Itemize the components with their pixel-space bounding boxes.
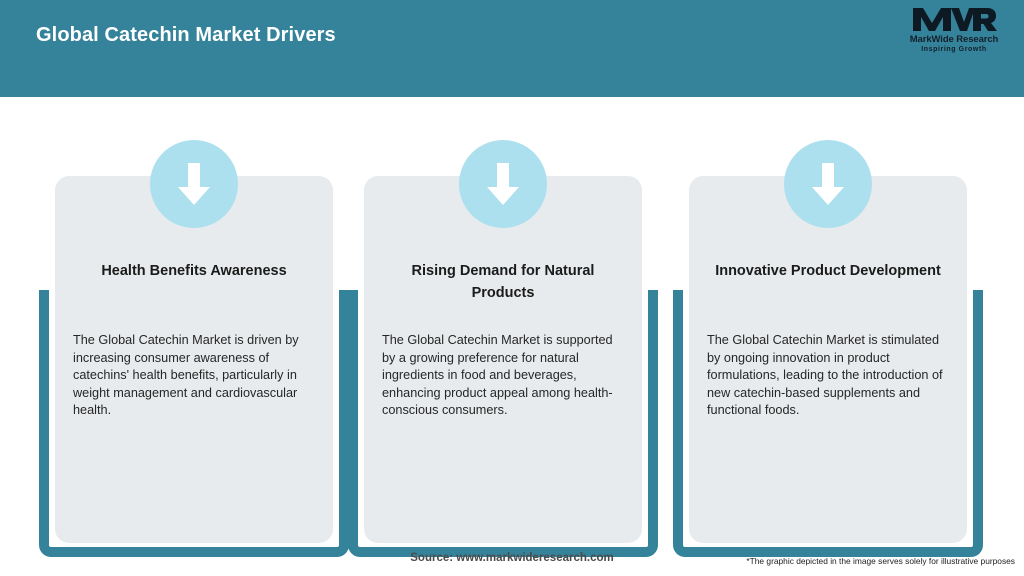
card-panel: Innovative Product Development The Globa…	[689, 176, 967, 543]
driver-card-2[interactable]: Rising Demand for Natural Products The G…	[348, 140, 658, 557]
card-body-text: The Global Catechin Market is supported …	[382, 333, 613, 417]
card-bracket-frame	[348, 290, 658, 557]
header-bar: Global Catechin Market Drivers MarkWide …	[0, 0, 1024, 97]
arrow-down-icon	[784, 140, 872, 228]
card-title: Innovative Product Development	[715, 263, 941, 279]
driver-card-1[interactable]: Health Benefits Awareness The Global Cat…	[39, 140, 349, 557]
arrow-down-icon	[459, 140, 547, 228]
page-title: Global Catechin Market Drivers	[36, 24, 336, 46]
card-bracket-frame	[673, 290, 983, 557]
logo-company-name: MarkWide Research	[909, 34, 999, 45]
arrow-down-glyph	[487, 163, 519, 205]
disclaimer-note: *The graphic depicted in the image serve…	[746, 556, 1015, 566]
card-title: Rising Demand for Natural Products	[411, 263, 595, 301]
logo-tagline: Inspiring Growth	[921, 46, 987, 53]
card-bracket-frame	[39, 290, 349, 557]
drivers-card-grid: Health Benefits Awareness The Global Cat…	[0, 97, 1024, 576]
arrow-down-icon	[150, 140, 238, 228]
card-panel: Rising Demand for Natural Products The G…	[364, 176, 642, 543]
arrow-down-glyph	[812, 163, 844, 205]
brand-logo: MarkWide Research Inspiring Growth	[898, 6, 1010, 62]
arrow-down-glyph	[178, 163, 210, 205]
card-title: Health Benefits Awareness	[101, 263, 287, 279]
mwr-monogram-icon	[913, 8, 997, 31]
card-body-text: The Global Catechin Market is stimulated…	[707, 333, 943, 417]
source-label: Source: www.markwideresearch.com	[410, 552, 614, 564]
card-body-text: The Global Catechin Market is driven by …	[73, 333, 299, 417]
card-panel: Health Benefits Awareness The Global Cat…	[55, 176, 333, 543]
driver-card-3[interactable]: Innovative Product Development The Globa…	[673, 140, 983, 557]
